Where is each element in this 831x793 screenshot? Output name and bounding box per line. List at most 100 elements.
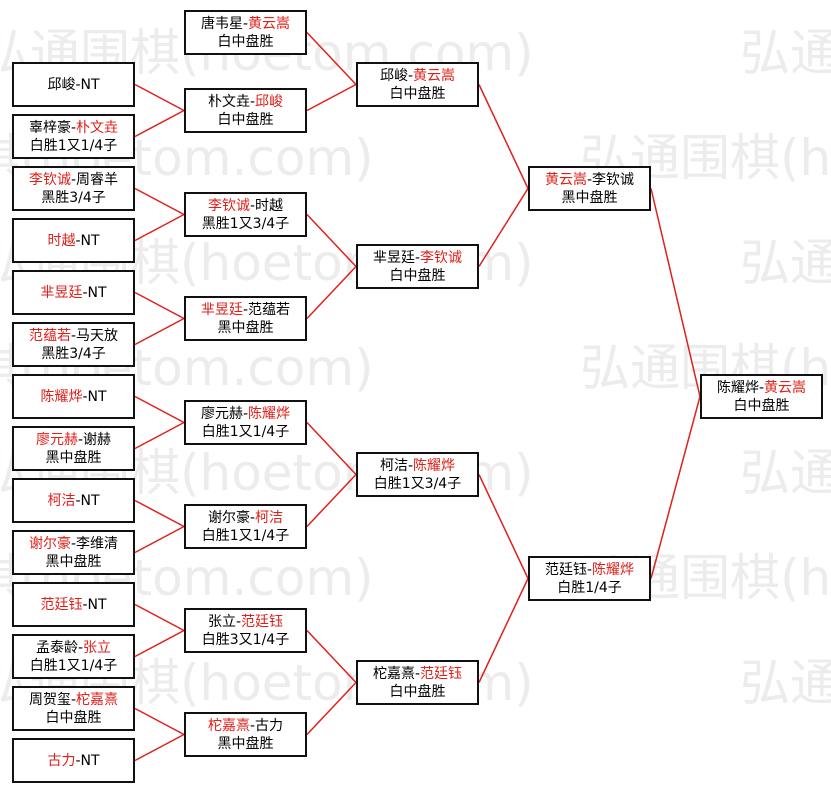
player-text: 廖元赫- (200, 405, 249, 422)
winner-name: 黄云嵩 (413, 67, 456, 84)
match-box: 邱峻-NT (12, 62, 135, 107)
match-players: 朴文垚-邱峻 (208, 93, 283, 111)
match-box: 谢尔豪-柯洁白胜1又1/4子 (184, 504, 307, 549)
connector-line (306, 681, 357, 736)
match-players: 谢尔豪-李维清 (29, 535, 118, 553)
winner-name: 芈昱廷 (200, 301, 243, 318)
match-box: 柁嘉熹-范廷钰白中盘胜 (356, 660, 479, 705)
match-players: 时越-NT (47, 232, 99, 250)
connector-line (306, 473, 357, 528)
winner-name: 柯洁 (255, 509, 284, 526)
match-result: 白中盘胜 (218, 33, 274, 51)
match-box: 廖元赫-谢赫黑中盘胜 (12, 426, 135, 471)
player-text: -谢赫 (77, 431, 112, 448)
match-players: 李钦诚-时越 (208, 197, 283, 215)
winner-name: 李钦诚 (28, 171, 71, 188)
result-text: 白中盘胜 (217, 33, 274, 50)
match-box: 黄云嵩-李钦诚黑中盘胜 (528, 166, 651, 211)
match-box: 柯洁-陈耀烨白胜1又3/4子 (356, 452, 479, 497)
result-text: 白中盘胜 (217, 111, 274, 128)
result-text: 白中盘胜 (733, 397, 790, 414)
match-box: 李钦诚-周睿羊黑胜3/4子 (12, 166, 135, 211)
winner-name: 柁嘉熹 (207, 717, 250, 734)
player-text: -古力 (249, 717, 284, 734)
match-players: 孟泰龄-张立 (36, 639, 111, 657)
match-box: 孟泰龄-张立白胜1又1/4子 (12, 634, 135, 679)
player-text: 柁嘉熹- (372, 665, 421, 682)
match-players: 辜梓豪-朴文垚 (29, 119, 118, 137)
match-result: 白胜1/4子 (557, 579, 622, 597)
winner-name: 芈昱廷 (40, 284, 83, 301)
match-result: 黑中盘胜 (218, 735, 274, 753)
connector-line (650, 188, 701, 397)
match-box: 范蕴若-马天放黑胜3/4子 (12, 322, 135, 367)
result-text: 白中盘胜 (389, 267, 446, 284)
match-players: 柯洁-陈耀烨 (380, 457, 455, 475)
winner-name: 范廷钰 (40, 596, 83, 613)
player-text: 邱峻- (379, 67, 414, 84)
match-box: 芈昱廷-范蕴若黑中盘胜 (184, 296, 307, 341)
connector-line (134, 707, 185, 736)
result-text: 白中盘胜 (45, 709, 102, 726)
match-players: 芈昱廷-李钦诚 (373, 249, 462, 267)
connector-line (478, 474, 529, 579)
match-box: 张立-范廷钰白胜3又1/4子 (184, 608, 307, 653)
player-text: 辜梓豪- (28, 119, 77, 136)
player-text: 唐韦星- (200, 15, 249, 32)
connector-line (134, 109, 185, 138)
match-players: 陈耀烨-NT (40, 388, 106, 406)
winner-name: 范廷钰 (241, 613, 284, 630)
match-box: 辜梓豪-朴文垚白胜1又1/4子 (12, 114, 135, 159)
result-text: 白胜3又1/4子 (201, 631, 290, 648)
player-text: 张立- (207, 613, 242, 630)
match-box: 谢尔豪-李维清黑中盘胜 (12, 530, 135, 575)
winner-name: 黄云嵩 (248, 15, 291, 32)
winner-name: 黄云嵩 (544, 171, 587, 188)
winner-name: 谢尔豪 (28, 535, 71, 552)
match-box: 芈昱廷-NT (12, 270, 135, 315)
connector-line (306, 213, 357, 268)
player-text: -时越 (249, 197, 284, 214)
player-text: -NT (82, 596, 107, 613)
connector-line (134, 421, 185, 450)
match-result: 黑中盘胜 (46, 449, 102, 467)
winner-name: 李钦诚 (207, 197, 250, 214)
match-box: 朴文垚-邱峻白中盘胜 (184, 88, 307, 133)
match-players: 黄云嵩-李钦诚 (545, 171, 634, 189)
connector-line (478, 188, 529, 267)
match-box: 范廷钰-陈耀烨白胜1/4子 (528, 556, 651, 601)
match-box: 范廷钰-NT (12, 582, 135, 627)
match-players: 范廷钰-陈耀烨 (545, 561, 634, 579)
winner-name: 时越 (47, 232, 76, 249)
winner-name: 范廷钰 (420, 665, 463, 682)
player-text: -马天放 (70, 327, 119, 344)
player-text: -NT (75, 492, 100, 509)
match-result: 黑胜1又3/4子 (202, 215, 289, 233)
connector-line (134, 83, 185, 112)
winner-name: 朴文垚 (76, 119, 119, 136)
winner-name: 柁嘉熹 (76, 691, 119, 708)
match-players: 柁嘉熹-古力 (208, 717, 283, 735)
player-text: -NT (75, 752, 100, 769)
match-players: 廖元赫-陈耀烨 (201, 405, 290, 423)
final-match-box: 陈耀烨-黄云嵩白中盘胜 (700, 374, 823, 419)
match-result: 白胜1又1/4子 (30, 137, 117, 155)
match-players: 柁嘉熹-范廷钰 (373, 665, 462, 683)
winner-name: 张立 (83, 639, 112, 656)
result-text: 白胜1又1/4子 (29, 657, 118, 674)
player-text: 陈耀烨- (716, 379, 765, 396)
connector-line (134, 291, 185, 320)
player-text: -NT (82, 284, 107, 301)
result-text: 白中盘胜 (389, 85, 446, 102)
player-text: -李钦诚 (586, 171, 635, 188)
result-text: 白胜1/4子 (557, 579, 622, 596)
match-players: 张立-范廷钰 (208, 613, 283, 631)
connector-line (134, 629, 185, 658)
player-text: 谢尔豪- (207, 509, 256, 526)
connector-line (134, 187, 185, 216)
result-text: 黑中盘胜 (217, 319, 274, 336)
player-text: 芈昱廷- (372, 249, 421, 266)
match-box: 周贺玺-柁嘉熹白中盘胜 (12, 686, 135, 731)
match-result: 白胜1又1/4子 (202, 423, 289, 441)
